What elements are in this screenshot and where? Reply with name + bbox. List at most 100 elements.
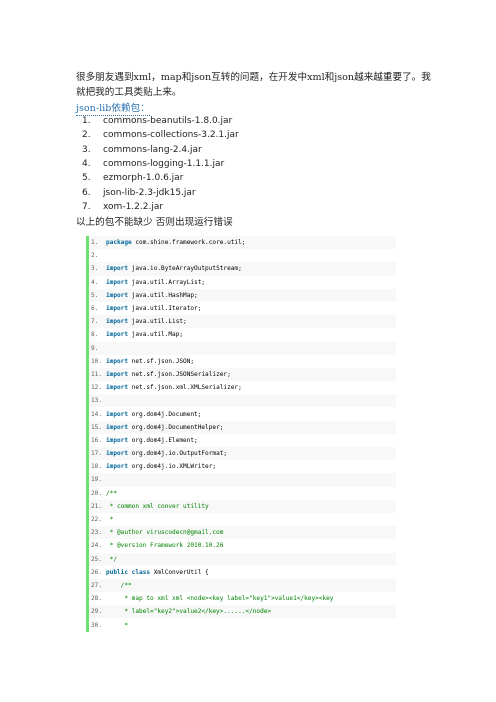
dependency-name: xom-1.2.2.jar bbox=[103, 201, 164, 212]
code-content: /** bbox=[106, 581, 132, 589]
code-keyword: import bbox=[106, 384, 129, 392]
code-text: * bbox=[106, 516, 114, 523]
code-line: 10.import net.sf.json.JSON; bbox=[89, 354, 396, 368]
dependency-number: 6. bbox=[82, 187, 91, 198]
code-text: import net.sf.json.xml.XMLSerializer; bbox=[106, 384, 242, 391]
line-number: 14. bbox=[91, 410, 103, 418]
dependency-item: 7.xom-1.2.2.jar bbox=[82, 200, 239, 214]
code-text: import java.util.ArrayList; bbox=[106, 279, 205, 286]
code-content: XmlConverUtil { bbox=[150, 568, 209, 576]
code-line: 29. * label="key2">value2</key>......</n… bbox=[89, 605, 396, 619]
code-content: org.dom4j.Element; bbox=[128, 436, 198, 444]
dependency-number: 4. bbox=[82, 159, 91, 170]
code-keyword: import bbox=[106, 265, 129, 273]
dependency-number: 3. bbox=[82, 144, 91, 155]
code-content: java.util.List; bbox=[128, 318, 187, 326]
code-line: 6.import java.util.Iterator; bbox=[89, 301, 396, 316]
line-number: 26. bbox=[91, 568, 103, 576]
warning-text: 以上的包不能缺少 否则出现运行错误 bbox=[76, 217, 233, 228]
line-number: 15. bbox=[91, 423, 103, 431]
code-text: import org.dom4j.io.XMLWriter; bbox=[106, 463, 216, 470]
code-line: 19. bbox=[89, 473, 396, 487]
code-text: import org.dom4j.DocumentHelper; bbox=[106, 424, 223, 431]
line-number: 8. bbox=[91, 331, 99, 339]
code-text: * @author viruscodecn@gmail.com bbox=[106, 529, 224, 536]
code-line: 27. /** bbox=[89, 578, 396, 593]
code-text: import java.util.Map; bbox=[106, 331, 183, 338]
line-number: 1. bbox=[91, 239, 99, 247]
code-text: import org.dom4j.Document; bbox=[106, 411, 201, 418]
dependency-item: 6.json-lib-2.3-jdk15.jar bbox=[82, 185, 239, 199]
code-content: java.util.HashMap; bbox=[128, 291, 198, 299]
code-text: import org.dom4j.Element; bbox=[106, 437, 198, 444]
code-content: * label="key2">value2</key>......</node> bbox=[106, 608, 272, 616]
code-text: * label="key2">value2</key>......</node> bbox=[106, 608, 271, 615]
code-content: org.dom4j.io.XMLWriter; bbox=[128, 463, 217, 471]
code-keyword: import bbox=[106, 450, 129, 458]
code-text: */ bbox=[106, 556, 117, 563]
code-line: 18.import org.dom4j.io.XMLWriter; bbox=[89, 460, 396, 474]
code-line: 28. * map to xml xml <node><key label="k… bbox=[89, 592, 396, 606]
code-line: 9. bbox=[89, 341, 396, 355]
code-line: 1. package com.shine.framework.core.util; bbox=[89, 236, 396, 250]
code-text: import java.util.HashMap; bbox=[106, 292, 198, 299]
code-text: import java.io.ByteArrayOutputStream; bbox=[106, 265, 242, 272]
code-text: * bbox=[106, 622, 128, 629]
code-keyword: import bbox=[106, 305, 129, 313]
line-number: 22. bbox=[91, 516, 103, 524]
code-content: * bbox=[106, 621, 129, 629]
line-number: 7. bbox=[91, 318, 99, 326]
dependency-name: commons-logging-1.1.1.jar bbox=[103, 159, 225, 170]
line-number: 5. bbox=[91, 291, 99, 299]
code-content: * common xml conver utility bbox=[106, 502, 209, 510]
code-line: 5. import java.util.HashMap; bbox=[89, 288, 396, 302]
line-number: 16. bbox=[91, 436, 103, 444]
code-content: org.dom4j.DocumentHelper; bbox=[128, 423, 224, 431]
line-number: 24. bbox=[91, 542, 103, 550]
line-number: 27. bbox=[91, 581, 103, 589]
line-number: 17. bbox=[91, 450, 103, 458]
code-line: 8. import java.util.Map; bbox=[89, 328, 396, 342]
code-line: 26.public class XmlConverUtil { bbox=[89, 565, 396, 579]
line-number: 20. bbox=[91, 489, 103, 497]
code-line: 4.import java.util.ArrayList; bbox=[89, 275, 396, 289]
code-text: public class XmlConverUtil { bbox=[106, 569, 209, 576]
code-block: 1. package com.shine.framework.core.util;… bbox=[86, 236, 396, 632]
code-content: org.dom4j.Document; bbox=[128, 410, 202, 418]
dependency-name: commons-lang-2.4.jar bbox=[103, 144, 202, 155]
code-line: 16.import org.dom4j.Element; bbox=[89, 433, 396, 447]
code-content: java.util.Map; bbox=[128, 331, 184, 339]
code-content: java.util.Iterator; bbox=[128, 305, 202, 313]
code-text: package com.shine.framework.core.util; bbox=[106, 239, 245, 246]
dependency-name: commons-beanutils-1.8.0.jar bbox=[103, 116, 233, 127]
line-number: 12. bbox=[91, 384, 103, 392]
dependency-item: 5.ezmorph-1.0.6.jar bbox=[82, 171, 239, 185]
code-keyword: import bbox=[106, 278, 129, 286]
code-keyword: package bbox=[106, 239, 132, 247]
intro-paragraph: 很多朋友遇到xml，map和json互转的问题，在开发中xml和json越来越重… bbox=[76, 72, 431, 98]
dependency-heading: json-lib依赖包： bbox=[76, 100, 150, 116]
code-line: 23. * @author viruscodecn@gmail.com bbox=[89, 526, 396, 540]
code-content: * map to xml xml <node><key label="key1"… bbox=[106, 595, 334, 603]
code-line: 22. * bbox=[89, 512, 396, 527]
line-number: 29. bbox=[91, 608, 103, 616]
code-line: 11.import net.sf.json.JSONSerializer; bbox=[89, 367, 396, 382]
dependency-item: 4. commons-logging-1.1.1.jar bbox=[82, 157, 239, 171]
code-keyword: import bbox=[106, 357, 129, 365]
dependency-name: ezmorph-1.0.6.jar bbox=[103, 173, 184, 184]
code-keyword: import bbox=[106, 423, 129, 431]
code-keyword: import bbox=[106, 436, 129, 444]
line-number: 19. bbox=[91, 476, 103, 484]
code-line: 3.import java.io.ByteArrayOutputStream; bbox=[89, 262, 396, 276]
code-content: net.sf.json.JSON; bbox=[128, 357, 195, 365]
code-line: 17.import org.dom4j.io.OutputFormat; bbox=[89, 447, 396, 461]
code-line: 13. bbox=[89, 394, 396, 408]
code-line: 25. */ bbox=[89, 552, 396, 566]
line-number: 23. bbox=[91, 529, 103, 537]
line-number: 18. bbox=[91, 463, 103, 471]
line-number: 25. bbox=[91, 555, 103, 563]
code-line: 2. bbox=[89, 249, 396, 263]
code-text: import org.dom4j.io.OutputFormat; bbox=[106, 450, 227, 457]
code-text: /** bbox=[106, 490, 117, 497]
line-number: 2. bbox=[91, 252, 99, 260]
